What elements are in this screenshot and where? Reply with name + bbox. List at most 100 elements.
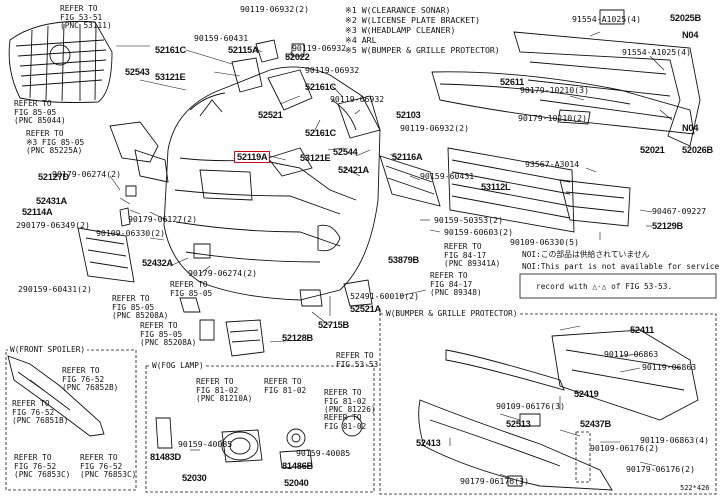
bolt-label-8[interactable]: 90159-50353(2) [434,215,504,225]
part-52432a-label[interactable]: 52432A [142,258,173,268]
part-52040-label[interactable]: 52040 [284,478,309,488]
bolt-label-3[interactable]: 52022 [285,52,310,62]
bolt-label-9[interactable]: 90159-60603(2) [444,227,514,237]
part-52103-label[interactable]: 52103 [396,110,421,120]
bolt-label-26[interactable]: 90119-06863 [604,349,659,359]
bolt-label-18[interactable]: 91554-A1025(4) [622,47,692,57]
part-52129b-label[interactable]: 52129B [652,221,683,231]
bolt-label-13[interactable]: 90109-06330(2) [96,228,166,238]
refer-block-11[interactable]: REFER TO FIG 81-02 [264,377,307,395]
part-52419-label[interactable]: 52419 [574,389,599,399]
legend-line-1: ※1 W(CLEARANCE SONAR) [345,5,451,15]
bolt-label-14[interactable]: 90179-06274(2) [188,268,258,278]
part-52161c-b-label[interactable]: 52161C [305,82,336,92]
bolt-label-1[interactable]: 90159-60431 [194,33,249,43]
part-52421a-label[interactable]: 52421A [338,165,369,175]
bolt-label-15[interactable]: 290179-06349(2) [16,220,90,230]
part-52021-label[interactable]: 52021 [640,145,665,155]
note-en: NOI:This part is not available for servi… [522,262,720,271]
bolt-label-16[interactable]: 290159-60431(2) [18,284,92,294]
refer-block-14[interactable]: REFER TO FIG 76-52 (PNC 76852B) [62,366,119,393]
part-52119a-label[interactable]: 52119A [234,151,271,163]
part-52437b-label[interactable]: 52437B [580,419,611,429]
part-52544-label[interactable]: 52544 [333,147,358,157]
part-52025b-label[interactable]: 52025B [670,13,701,23]
front-bumper-cover-drawing [163,66,381,301]
box-title-protector: W(BUMPER & GRILLE PROTECTOR) [384,309,520,318]
bolt-label-27[interactable]: 90119-06863 [642,362,697,372]
bolt-label-25[interactable]: 90159-40085 [296,448,351,458]
bolt-label-24[interactable]: 90159-40085 [178,439,233,449]
legend-line-5: ※5 W(BUMPER & GRILLE PROTECTOR) [345,45,500,55]
refer-block-12[interactable]: REFER TO FIG 81-02 (PNC 81226) [324,388,376,415]
bolt-label-11[interactable]: 90179-06274(2) [52,169,122,179]
bolt-label-19[interactable]: 90179-10210(3) [520,85,590,95]
part-81483d-label[interactable]: 81483D [150,452,181,462]
box-title-front-spoiler: W(FRONT SPOILER) [8,345,88,354]
part-52161c-label[interactable]: 52161C [155,45,186,55]
bolt-label-32[interactable]: 90179-06176(3) [460,476,530,486]
bolt-label-21[interactable]: 93567-A3014 [525,159,580,169]
bolt-label-17[interactable]: 91554-A1025(4) [572,14,642,24]
part-52715b-label[interactable]: 52715B [318,320,349,330]
refer-block-5[interactable]: REFER TO FIG 85-05 (PNC 85208A) [112,294,169,321]
refer-block-15[interactable]: REFER TO FIG 76-52 (PNC 76851B) [12,399,69,426]
box-title-fog-lamp: W(FOG LAMP) [150,361,206,370]
part-52521-label[interactable]: 52521 [258,110,283,120]
part-52128b-label[interactable]: 52128B [282,333,313,343]
bolt-label-4[interactable]: 90119-06932 [292,43,347,53]
refer-block-9[interactable]: REFER TO FIG 53-53 [336,351,379,369]
bolt-label-23[interactable]: 52491-60010(2) [350,291,420,301]
bolt-label-20[interactable]: 90179-10210(2) [518,113,588,123]
bolt-label-2[interactable]: 90119-06932(2) [240,4,310,14]
refer-block-16[interactable]: REFER TO FIG 76-52 (PNC 76853C) [14,453,71,480]
part-52543-label[interactable]: 52543 [125,67,150,77]
part-52161c-c-label[interactable]: 52161C [305,128,336,138]
bolt-label-30[interactable]: 90179-06176(2) [626,464,696,474]
part-52411-label[interactable]: 52411 [630,325,655,335]
bolt-label-22[interactable]: 90467-09227 [652,206,707,216]
part-53121e-label[interactable]: 53121E [155,72,186,82]
part-53112l-label[interactable]: 53112L [481,182,511,192]
part-52116a-label[interactable]: 52116A [392,152,423,162]
fog-lamp-drawing [155,415,363,469]
refer-block-8[interactable]: REFER TO FIG 84-17 (PNC 89348) [430,271,482,298]
refer-block-13[interactable]: REFER TO FIG 81-02 [324,413,367,431]
refer-block-4[interactable]: REFER TO FIG 85-05 [170,280,213,298]
part-n04-b-label[interactable]: N04 [682,123,699,133]
bolt-label-28[interactable]: 90109-06176(3) [496,401,566,411]
part-52413-label[interactable]: 52413 [416,438,441,448]
refer-block-17[interactable]: REFER TO FIG 76-52 (PNC 76853C) [80,453,137,480]
bolt-label-29[interactable]: 90109-06176(2) [590,443,660,453]
lower-clips-drawing [179,243,373,357]
part-52127d-label[interactable]: 52127D [38,172,69,182]
part-52611-label[interactable]: 52611 [500,77,525,87]
part-52026b-label[interactable]: 52026B [682,145,713,155]
part-52030-label[interactable]: 52030 [182,473,207,483]
refer-block-1[interactable]: REFER TO FIG 53-51 (PNC 53111) [60,4,112,31]
diagram-code: 522*426 [680,484,710,492]
bolt-label-12[interactable]: 90179-06127(2) [128,214,198,224]
bolt-label-10[interactable]: 90109-06330(5) [510,237,580,247]
bolt-label-6[interactable]: 90119-06932(2) [400,123,470,133]
front-spoiler-drawing [7,355,105,437]
refer-block-7[interactable]: REFER TO FIG 84-17 (PNC 89341A) [444,242,501,269]
part-53121e-b-label[interactable]: 53121E [300,153,331,163]
part-52513-label[interactable]: 52513 [506,419,531,429]
refer-block-3[interactable]: REFER TO ※3 FIG 85-05 (PNC 85225A) [26,129,85,156]
refer-block-6[interactable]: REFER TO FIG 85-05 (PNC 85208A) [140,321,197,348]
part-53879b-label[interactable]: 53879B [388,255,419,265]
bolt-label-5b[interactable]: 90119-06932 [330,94,385,104]
part-52115a-label[interactable]: 52115A [228,45,259,55]
part-52521a-label[interactable]: 52521A [350,304,381,314]
part-n04-a-label[interactable]: N04 [682,30,699,40]
bolt-label-5[interactable]: 90119-06932 [305,65,360,75]
leader-lines [109,31,673,479]
part-52114a-label[interactable]: 52114A [22,207,53,217]
refer-block-2[interactable]: REFER TO FIG 85-05 (PNC 85044) [14,99,66,126]
part-52431a-label[interactable]: 52431A [36,196,67,206]
refer-block-10[interactable]: REFER TO FIG 81-02 (PNC 81210A) [196,377,253,404]
bolt-label-31[interactable]: 90119-06863(4) [640,435,710,445]
bolt-label-7[interactable]: 90159-60431 [420,171,475,181]
part-81486b-label[interactable]: 81486B [282,461,313,471]
